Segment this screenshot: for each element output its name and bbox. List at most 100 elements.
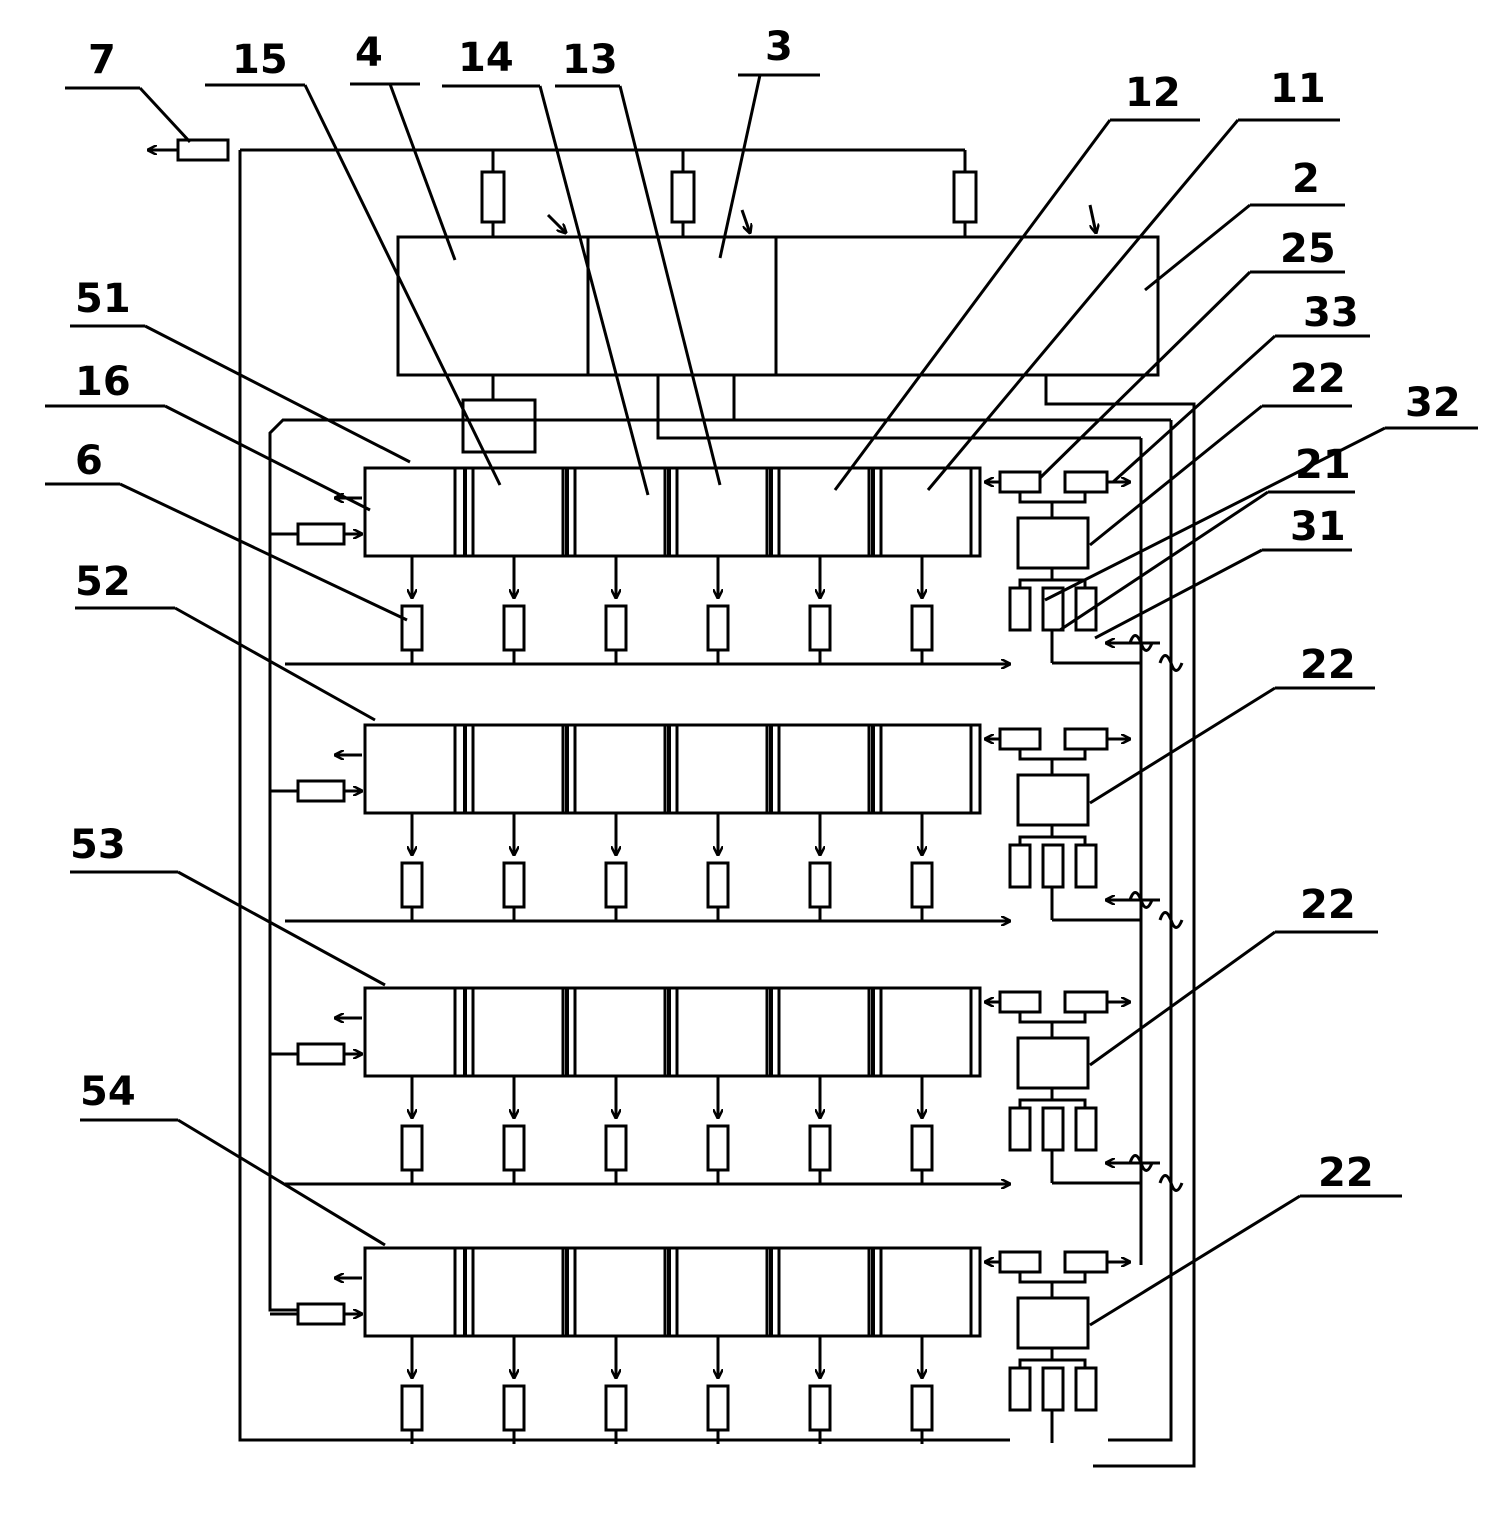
svg-text:54: 54 [80, 1069, 136, 1115]
cell-separator [667, 1248, 671, 1336]
cell-resistor [706, 1384, 730, 1432]
control-valve-right [1063, 1250, 1109, 1274]
control-valve-left [998, 470, 1042, 494]
pipe-crossover [1158, 1174, 1184, 1192]
row-frame [363, 1246, 982, 1338]
svg-text:22: 22 [1300, 642, 1356, 688]
label-25: 25 [1038, 226, 1345, 480]
svg-text:14: 14 [458, 35, 514, 81]
cell-separator [871, 988, 875, 1076]
svg-text:6: 6 [75, 438, 103, 484]
svg-text:11: 11 [1270, 66, 1326, 112]
sensor-link [1018, 578, 1087, 588]
cell-separator [871, 468, 875, 556]
cell-resistor [502, 1384, 526, 1432]
control-valve-right [1063, 727, 1109, 751]
sensor-32 [1074, 843, 1098, 889]
svg-text:13: 13 [562, 37, 618, 83]
pipe-crossover [1128, 634, 1154, 652]
label-6: 6 [45, 438, 408, 622]
top-resistor-1 [480, 170, 506, 224]
label-51: 51 [70, 276, 411, 464]
sensor-31 [1008, 843, 1032, 889]
svg-text:3: 3 [765, 24, 793, 70]
cell-separator [871, 725, 875, 813]
row-inlet-valve [296, 779, 346, 803]
cell-separator [463, 725, 467, 813]
svg-text:53: 53 [70, 822, 126, 868]
cell-resistor [604, 1124, 628, 1172]
cell-separator [565, 725, 569, 813]
module-cell [363, 986, 457, 1078]
module-cell [573, 986, 667, 1078]
module-cell [777, 1246, 871, 1338]
row-inlet-valve [296, 1042, 346, 1066]
label-21: 21 [1059, 442, 1355, 632]
cell-separator [769, 468, 773, 556]
label-52: 52 [75, 559, 376, 722]
pipe-crossover [1128, 1154, 1154, 1172]
row-frame [363, 723, 982, 815]
svg-text:22: 22 [1300, 882, 1356, 928]
module-cell [363, 723, 457, 815]
pipe-crossover [1158, 654, 1184, 672]
cell-separator [463, 468, 467, 556]
cell-resistor [400, 1384, 424, 1432]
label-22-row4: 22 [1089, 1150, 1402, 1327]
module-cell [675, 1246, 769, 1338]
cell-resistor [808, 604, 832, 652]
cell-resistor [910, 861, 934, 909]
cell-separator [565, 988, 569, 1076]
sensor-link [1018, 835, 1087, 845]
module-cell [675, 986, 769, 1078]
sensor-32 [1074, 1366, 1098, 1412]
cell-separator [769, 988, 773, 1076]
cell-separator [667, 468, 671, 556]
cell-resistor [400, 1124, 424, 1172]
label-12: 12 [833, 70, 1200, 491]
sensor-32 [1074, 1106, 1098, 1152]
small-box-under-top [461, 398, 537, 454]
svg-text:22: 22 [1318, 1150, 1374, 1196]
cell-separator [565, 468, 569, 556]
svg-text:16: 16 [75, 359, 131, 405]
svg-text:4: 4 [355, 30, 383, 76]
cell-resistor [604, 604, 628, 652]
row-frame [363, 986, 982, 1078]
svg-text:7: 7 [88, 37, 116, 83]
sensor-31 [1008, 586, 1032, 632]
control-valve-left [998, 727, 1042, 751]
row-frame [363, 466, 982, 558]
left-main-pipe [238, 150, 1010, 1442]
row-inlet-valve [296, 522, 346, 546]
module-cell [675, 723, 769, 815]
cell-separator [463, 1248, 467, 1336]
module-cell [471, 466, 565, 558]
module-cell [879, 1246, 973, 1338]
pipe-crossover [1128, 891, 1154, 909]
label-11: 11 [926, 66, 1340, 491]
module-cell [573, 723, 667, 815]
label-7: 7 [65, 37, 192, 144]
outlet-valve-7 [176, 138, 230, 162]
outer-frame [268, 418, 1171, 1312]
cell-resistor [808, 861, 832, 909]
control-valve-right [1063, 990, 1109, 1014]
module-cell [471, 1246, 565, 1338]
label-54: 54 [80, 1069, 386, 1247]
sensor-31 [1008, 1366, 1032, 1412]
label-2: 2 [1144, 156, 1345, 292]
module-cell [675, 466, 769, 558]
cell-resistor [400, 861, 424, 909]
cell-resistor [400, 604, 424, 652]
cell-resistor [910, 1384, 934, 1432]
sensor-21 [1041, 1106, 1065, 1152]
top-resistor-3 [952, 170, 978, 224]
module-cell [879, 466, 973, 558]
label-22-row2: 22 [1089, 642, 1375, 805]
cell-resistor [502, 604, 526, 652]
cell-separator [769, 725, 773, 813]
pipe-crossover [1158, 911, 1184, 929]
svg-text:22: 22 [1290, 356, 1346, 402]
